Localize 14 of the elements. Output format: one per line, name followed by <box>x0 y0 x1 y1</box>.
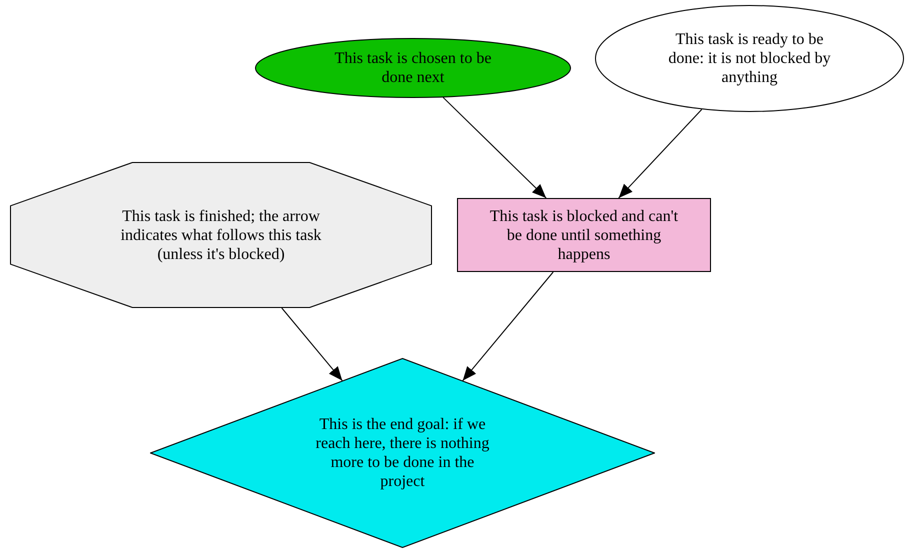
arrow <box>462 272 554 382</box>
node-text: This task is blocked and can't be done until something happens <box>489 206 679 264</box>
task-ellipse <box>595 5 904 112</box>
arrow <box>442 96 547 198</box>
node-text: This is the end goal: if we reach here, there is nothing more to be done in the project <box>314 415 490 491</box>
task-box <box>457 198 711 272</box>
goal-diamond <box>150 358 655 548</box>
node-text: This task is finished; the arrow indicates what follows this task (unless it's blocked) <box>120 206 322 264</box>
arrow <box>281 308 343 382</box>
arrow <box>618 108 702 198</box>
task-ellipse <box>255 38 571 98</box>
node-text: This task is ready to be done: it is not blocked by anything <box>667 30 832 87</box>
task-octagon <box>10 162 432 308</box>
node-text: This task is chosen to be done next <box>334 49 492 87</box>
